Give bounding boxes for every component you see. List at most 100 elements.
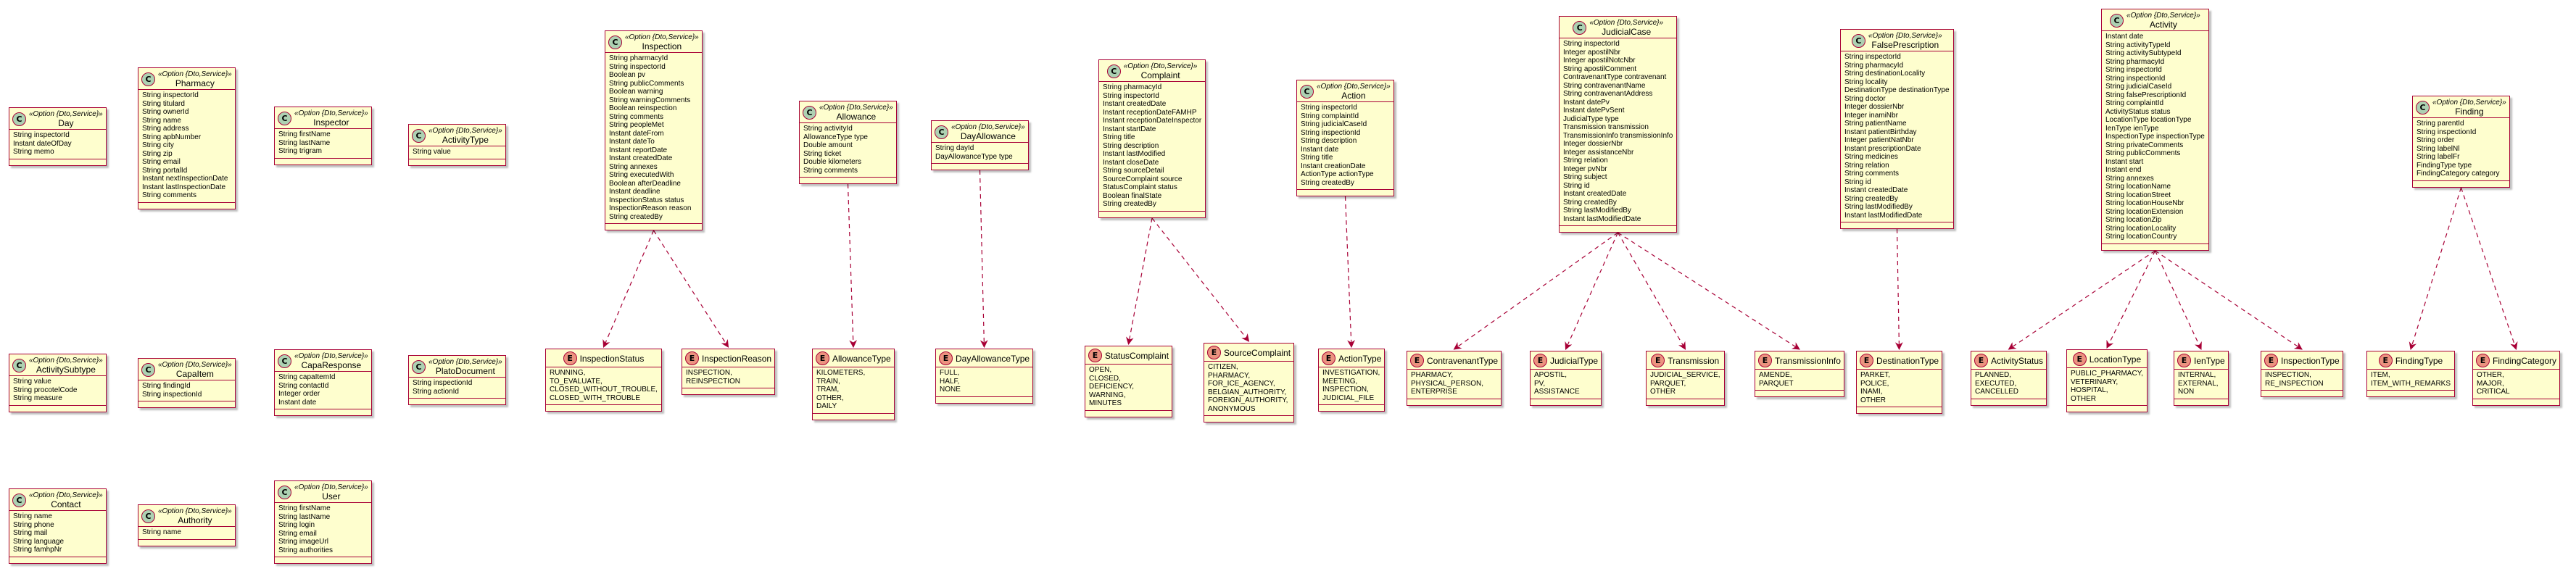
method-compartment xyxy=(2102,244,2208,250)
stereotype-label: «Option {Dto,Service}» xyxy=(158,361,232,369)
field-list: INTERNAL,EXTERNAL,NON xyxy=(2174,370,2228,399)
field: Instant creationDate xyxy=(1301,162,1366,170)
enum-value: OTHER xyxy=(1650,388,1676,396)
field: Instant lastInspectionDate xyxy=(142,183,226,191)
enum-value: NON xyxy=(2178,388,2195,396)
field: Instant createdDate xyxy=(1844,186,1908,194)
compartment-divider xyxy=(1099,210,1206,212)
field-list: RUNNING,TO_EVALUATE,CLOSED_WITHOUT_TROUB… xyxy=(546,367,661,404)
enum-value: INAMI, xyxy=(1860,388,1883,396)
field: String contravenantAddress xyxy=(1563,90,1653,98)
enum-letter-icon: E xyxy=(2072,352,2087,366)
field: Boolean warning xyxy=(609,88,663,96)
enum-letter-icon: E xyxy=(685,351,699,365)
field: TransmissionInfo transmissionInfo xyxy=(1563,131,1673,140)
field: Double kilometers xyxy=(803,158,862,166)
field: String inspectionId xyxy=(2416,128,2477,136)
field: String comments xyxy=(142,191,197,199)
field: String lastModifiedBy xyxy=(1563,207,1631,215)
field: Instant start xyxy=(2105,157,2144,166)
field: Instant receptionDateInspector xyxy=(1103,117,1202,125)
compartment-divider xyxy=(9,375,106,376)
compartment-divider xyxy=(409,398,505,399)
field: String judicialCaseId xyxy=(2105,83,2172,91)
stereotype-label: «Option {Dto,Service}» xyxy=(1123,62,1198,70)
enum-value: FOR_ICE_AGENCY, xyxy=(1208,380,1275,388)
field: String createdBy xyxy=(609,212,663,221)
field: String inspectorId xyxy=(2105,66,2162,74)
field: String locationStreet xyxy=(2105,191,2171,199)
class-letter-icon: C xyxy=(12,493,26,507)
enum-value: ASSISTANCE xyxy=(1534,388,1580,396)
method-compartment xyxy=(2367,391,2454,396)
field: String value xyxy=(413,148,451,156)
enum-letter-icon: E xyxy=(1860,354,1873,367)
enum-value: MINUTES xyxy=(1089,399,1122,407)
method-compartment xyxy=(1407,399,1501,405)
field-list: APOSTIL,PV,ASSISTANCE xyxy=(1531,370,1601,399)
class-letter-icon: C xyxy=(141,362,155,377)
field: Instant datePvSent xyxy=(1563,107,1625,115)
field: Instant lastModified xyxy=(1103,150,1166,158)
compartment-divider xyxy=(275,157,371,159)
field-list: INSPECTION,REINSPECTION xyxy=(682,367,774,388)
field: String comments xyxy=(609,112,664,121)
field: Integer inamiNbr xyxy=(1844,111,1898,120)
stereotype-label: «Option {Dto,Service}» xyxy=(294,352,368,360)
compartment-divider xyxy=(2413,117,2509,118)
node-name: ActivitySubtype xyxy=(36,365,96,375)
field: Instant createdDate xyxy=(1103,100,1167,108)
node-name: Contact xyxy=(51,499,81,509)
field: String title xyxy=(1103,133,1135,141)
field-list: FULL,HALF,NONE xyxy=(936,367,1032,396)
node-name: Inspection xyxy=(642,41,682,51)
enum-value: WARNING, xyxy=(1089,391,1126,399)
method-compartment xyxy=(275,409,371,415)
field-list: INSPECTION,RE_INSPECTION xyxy=(2261,370,2343,390)
field: String famhpNr xyxy=(13,546,62,554)
node-header: C«Option {Dto,Service}»CapaItem xyxy=(138,359,235,380)
field-list: PLANNED,EXECUTED,CANCELLED xyxy=(1971,370,2046,399)
edge-allowance-to-allowancetype xyxy=(847,183,858,349)
node-name: DayAllowance xyxy=(960,131,1016,141)
enum-letter-icon: E xyxy=(1088,349,1102,362)
stereotype-label: «Option {Dto,Service}» xyxy=(951,123,1025,131)
field: String measure xyxy=(13,394,62,402)
field: InspectionReason reason xyxy=(609,204,692,212)
field: String locationHouseNbr xyxy=(2105,199,2184,207)
field: String patientName xyxy=(1844,120,1907,128)
enum-value: BELGIAN_AUTHORITY, xyxy=(1208,388,1287,396)
field: Instant patientBirthday xyxy=(1844,128,1917,136)
field: String relation xyxy=(1844,161,1889,170)
node-name: Transmission xyxy=(1668,355,1720,366)
field: String activityId xyxy=(803,125,853,133)
field: Instant closeDate xyxy=(1103,158,1159,167)
field: String city xyxy=(142,141,174,149)
method-compartment xyxy=(2413,181,2509,187)
enum-letter-icon: E xyxy=(1322,351,1335,365)
field: String memo xyxy=(13,148,54,156)
field: String phone xyxy=(13,520,54,529)
node-name: ActivityType xyxy=(442,135,489,145)
method-compartment xyxy=(275,557,371,563)
field: String description xyxy=(1103,141,1159,150)
compartment-divider xyxy=(1099,81,1206,82)
field: String labelFr xyxy=(2416,153,2460,161)
field: String contravenantName xyxy=(1563,81,1646,90)
compartment-divider xyxy=(800,177,896,178)
field: Instant startDate xyxy=(1103,125,1156,133)
enum-letter-icon: E xyxy=(2476,354,2490,367)
